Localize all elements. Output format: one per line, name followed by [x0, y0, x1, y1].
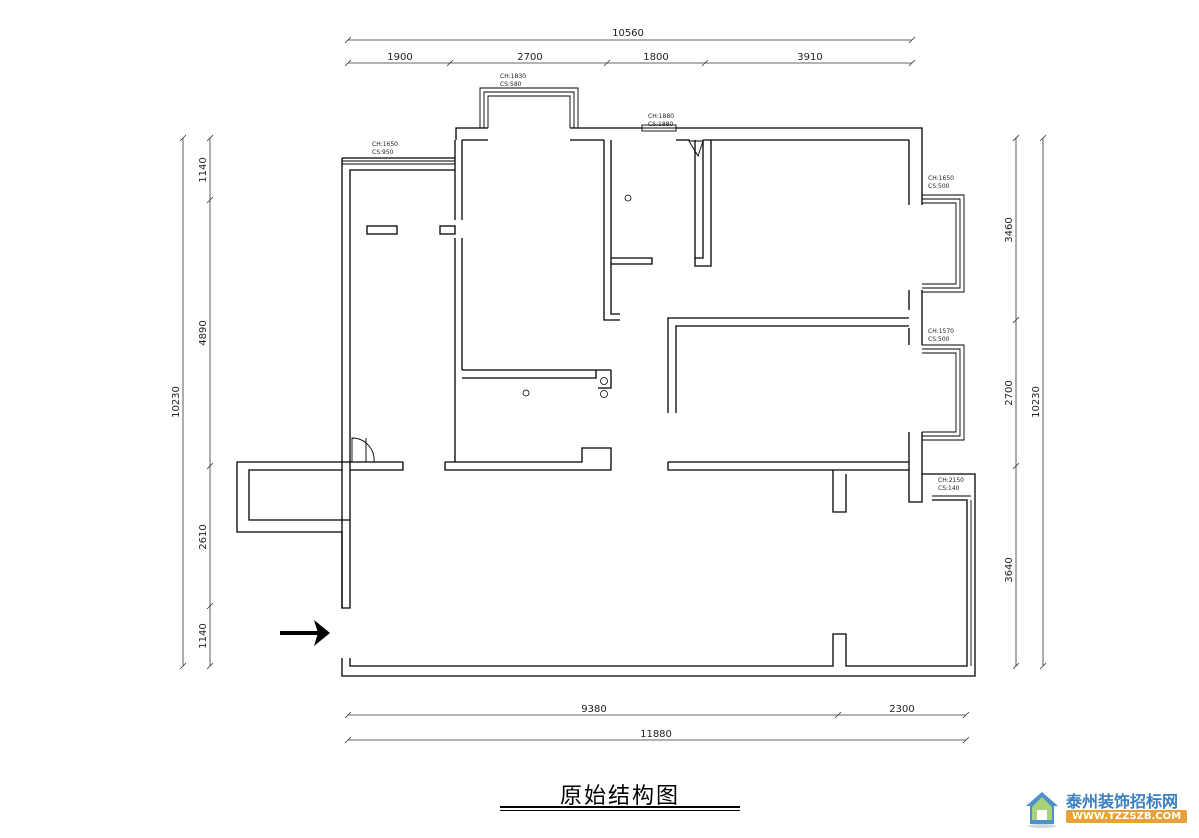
- dim-top-seg-1: 1900: [387, 52, 412, 63]
- note-right-lower-1: CH:2150: [938, 477, 964, 484]
- floor-drains: [522, 194, 632, 398]
- note-right-upper-1: CH:1650: [928, 175, 954, 182]
- dim-top-seg-3: 1800: [643, 52, 668, 63]
- dim-left-total: 10230: [171, 386, 182, 418]
- note-right-middle-2: CS:500: [928, 336, 950, 343]
- note-left-balcony-1: CH:1650: [372, 141, 398, 148]
- note-right-upper-2: CS:500: [928, 183, 950, 190]
- door-swings: [351, 140, 704, 463]
- dim-top-total: 10560: [612, 28, 644, 39]
- dim-right-total: 10230: [1031, 386, 1042, 418]
- dim-right-seg-1: 3460: [1004, 217, 1015, 242]
- title-underline-thin: [500, 810, 740, 811]
- dim-bottom-total: 11880: [640, 729, 672, 740]
- note-top-bay-1: CH:1830: [500, 73, 526, 80]
- dim-top-seg-4: 3910: [797, 52, 822, 63]
- note-top-small-2: CS:1880: [648, 121, 673, 128]
- note-top-small-1: CH:1880: [648, 113, 674, 120]
- entrance-arrow-icon: [280, 620, 330, 646]
- note-right-lower-2: CS:140: [938, 485, 960, 492]
- house-logo-icon: [1026, 792, 1058, 828]
- dim-left-seg-3: 2610: [198, 524, 209, 549]
- dim-bottom-seg-2: 2300: [889, 704, 914, 715]
- walls: [236, 127, 976, 677]
- dim-left-seg-2: 4890: [198, 320, 209, 345]
- watermark: 泰州装饰招标网 WWW.TZZSZB.COM: [1022, 786, 1194, 832]
- dim-bottom-seg-1: 9380: [581, 704, 606, 715]
- drawing-title: 原始结构图: [559, 784, 680, 809]
- watermark-url[interactable]: WWW.TZZSZB.COM: [1066, 810, 1188, 823]
- dim-left-seg-1: 1140: [198, 157, 209, 182]
- windows: [342, 87, 972, 666]
- note-right-middle-1: CH:1570: [928, 328, 954, 335]
- note-left-balcony-2: CS:950: [372, 149, 394, 156]
- dim-top-seg-2: 2700: [517, 52, 542, 63]
- dim-right-seg-2: 2700: [1004, 380, 1015, 405]
- dim-right-seg-3: 3640: [1004, 557, 1015, 582]
- watermark-name: 泰州装饰招标网: [1066, 792, 1179, 811]
- title-underline: [500, 806, 740, 808]
- dimension-lines: [179, 36, 1047, 744]
- note-top-bay-2: CS:580: [500, 81, 522, 88]
- dim-left-seg-4: 1140: [198, 623, 209, 648]
